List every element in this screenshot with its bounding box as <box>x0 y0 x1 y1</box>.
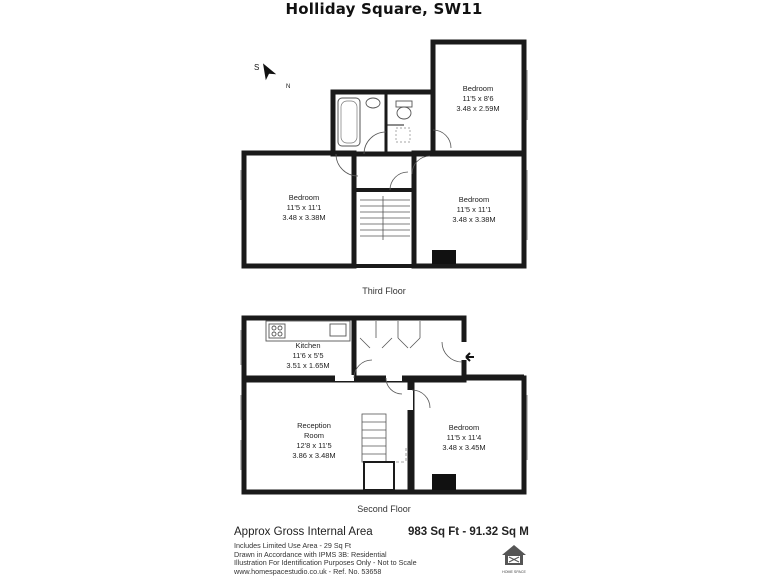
sf-bedroom-metric: 3.48 x 3.45M <box>442 443 485 452</box>
gross-area-value: 983 Sq Ft - 91.32 Sq M <box>408 526 529 538</box>
sf-kitchen-imperial: 11'6 x 5'5 <box>292 351 323 360</box>
tf-bedroom-ne-metric: 3.48 x 2.59M <box>456 104 499 113</box>
bath-icon <box>337 97 361 147</box>
second-floor-label: Second Floor <box>357 504 411 514</box>
note-illustration: Illustration For Identification Purposes… <box>234 558 417 568</box>
sink-icon <box>329 323 347 337</box>
note-limited-use: Includes Limited Use Area - 29 Sq Ft <box>234 541 352 550</box>
sf-reception-walls <box>241 375 415 495</box>
third-floor-plan <box>240 39 528 269</box>
sf-chimney <box>432 474 456 490</box>
note-ipms: Drawn in Accordance with IPMS 3B: Reside… <box>234 549 387 559</box>
tf-bedroom-e-name: Bedroom <box>459 195 489 204</box>
hob-icon <box>268 323 286 339</box>
sf-hall-walls <box>351 315 467 383</box>
tf-bedroom-w-imperial: 11'5 x 11'1 <box>287 203 322 212</box>
sf-reception-name-line2: Room <box>304 431 324 440</box>
kitchen-counter <box>265 320 351 342</box>
second-floor-plan <box>240 315 528 495</box>
sf-bedroom-name: Bedroom <box>449 423 479 432</box>
toilet-icon <box>395 100 413 120</box>
tf-chimney <box>432 250 456 264</box>
tf-bedroom-e-metric: 3.48 x 3.38M <box>452 215 495 224</box>
sf-door-swings <box>353 341 463 409</box>
plan-title: Holliday Square, SW11 <box>285 0 483 18</box>
sf-cupboard-under-stairs <box>363 461 395 491</box>
tf-bathroom-walls <box>330 89 436 157</box>
sf-reception-name: Reception <box>297 421 331 430</box>
footer-notes: Includes Limited Use Area - 29 Sq Ft Dra… <box>234 541 417 576</box>
house-logo-icon <box>502 545 526 565</box>
compass-north-label: N <box>286 84 290 90</box>
tf-door-swings <box>335 129 452 191</box>
third-floor-label: Third Floor <box>362 286 406 296</box>
tf-room-labels: Bedroom 11'5 x 8'6 3.48 x 2.59M Bedroom … <box>282 84 499 224</box>
tf-bedroom-e-imperial: 11'5 x 11'1 <box>457 205 492 214</box>
homespace-logo: HOME SPACE <box>496 544 532 574</box>
tf-stairs <box>360 196 410 240</box>
tf-bedroom-w-name: Bedroom <box>289 193 319 202</box>
basin-icon <box>365 97 381 109</box>
compass-south-label: S <box>254 63 259 72</box>
note-website-ref: www.homespacestudio.co.uk - Ref. No. 536… <box>234 566 382 576</box>
entrance-arrow-icon <box>465 352 474 362</box>
sf-kitchen-metric: 3.51 x 1.65M <box>286 361 329 370</box>
sf-stairs <box>361 413 407 463</box>
sf-reception-imperial: 12'8 x 11'5 <box>296 441 331 450</box>
logo-text: HOME SPACE <box>502 570 526 574</box>
compass-icon <box>263 63 277 81</box>
tf-stair-core-walls <box>352 188 416 268</box>
shower-tray <box>395 127 411 143</box>
tf-bedroom-w-metric: 3.48 x 3.38M <box>282 213 325 222</box>
sf-bedroom-imperial: 11'5 x 11'4 <box>447 433 482 442</box>
sf-cupboards <box>359 321 421 349</box>
sf-reception-metric: 3.86 x 3.48M <box>292 451 335 460</box>
tf-bedroom-ne-imperial: 11'5 x 8'6 <box>462 94 493 103</box>
tf-bedroom-ne-name: Bedroom <box>463 84 493 93</box>
tf-windows <box>240 70 528 240</box>
sf-windows <box>240 330 528 470</box>
gross-area-title: Approx Gross Internal Area <box>234 526 373 538</box>
sf-room-labels: Kitchen 11'6 x 5'5 3.51 x 1.65M Receptio… <box>286 341 485 460</box>
sf-kitchen-name: Kitchen <box>295 341 320 350</box>
